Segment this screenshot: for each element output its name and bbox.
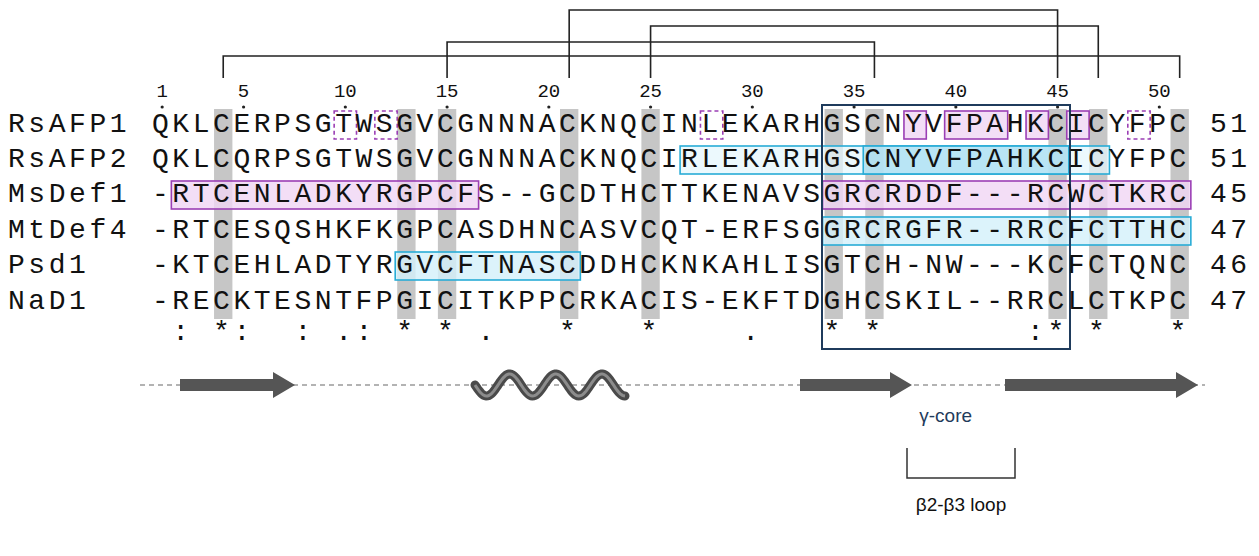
residue-number: 1 <box>156 81 167 103</box>
residue-number: 5 <box>238 81 249 103</box>
disulfide-bonds <box>223 10 1179 78</box>
sequence: -RTCESQSHKFKGPCASDHNCASVCQT-ERFSGGRCRGFR… <box>152 216 1190 246</box>
beta-strand <box>180 372 295 398</box>
residue-count: 46 <box>1210 251 1251 281</box>
residue-number: 40 <box>944 81 967 103</box>
sequence: -KTCEHLADTYRGVCFTNASCDDHCKNKAHLISGTCH-NW… <box>152 251 1190 281</box>
residue-count: 51 <box>1210 145 1251 175</box>
alpha-helix <box>475 374 625 396</box>
residue-count: 51 <box>1210 110 1251 140</box>
residue-number: 45 <box>1046 81 1069 103</box>
sequence-name: RsAFP2 <box>8 145 130 175</box>
position-tick <box>547 105 550 108</box>
position-tick <box>445 105 448 108</box>
sequence: QKLCERPSGTWSGVCGNNNACKNQCINLEKARHGSCNYVF… <box>152 110 1190 140</box>
beta-strand <box>1005 372 1198 398</box>
residue-number: 15 <box>436 81 459 103</box>
position-tick <box>751 105 754 108</box>
residue-number: 20 <box>537 81 560 103</box>
sequence-name: Psd1 <box>8 251 89 281</box>
residue-count: 47 <box>1210 216 1251 246</box>
secondary-structure <box>140 372 1205 398</box>
disulfide-bond <box>223 56 1179 78</box>
residue-count: 45 <box>1210 180 1251 210</box>
position-tick <box>649 105 652 108</box>
sequence-name: MtDef4 <box>8 216 130 246</box>
residue-number: 10 <box>334 81 357 103</box>
region-label: γ-core <box>919 405 972 427</box>
residue-count: 47 <box>1210 287 1251 317</box>
position-tick <box>161 105 164 108</box>
position-tick <box>344 105 347 108</box>
beta-strand <box>800 372 912 398</box>
position-tick <box>1158 105 1161 108</box>
sequence-name: RsAFP1 <box>8 110 130 140</box>
position-tick <box>242 105 245 108</box>
conservation-line: : *: : .: * * . * * . * * :* * * <box>152 318 1190 348</box>
residue-number: 35 <box>843 81 866 103</box>
sequence-name: NaD1 <box>8 287 89 317</box>
residue-number: 30 <box>741 81 764 103</box>
residue-number: 25 <box>639 81 662 103</box>
sequence: -RECKTESNTFPGICITKPPCRKACIS-EKFTDGHCSKIL… <box>152 287 1190 317</box>
sequence-name: MsDef1 <box>8 180 130 210</box>
residue-number: 50 <box>1148 81 1171 103</box>
disulfide-bond <box>447 42 874 78</box>
sequence: QKLCQRPSGTWSGVCGNNNACKNQCIRLEKARHGSCNYVF… <box>152 145 1190 175</box>
alpha-helix-shine <box>475 374 625 396</box>
sequence: -RTCENLADKYRGPCFS--GCDTHCTTKENAVSGRCRDDF… <box>152 180 1190 210</box>
disulfide-bond <box>569 10 1057 78</box>
loop-label: β2-β3 loop <box>916 494 1007 516</box>
loop-bracket <box>907 448 1015 478</box>
